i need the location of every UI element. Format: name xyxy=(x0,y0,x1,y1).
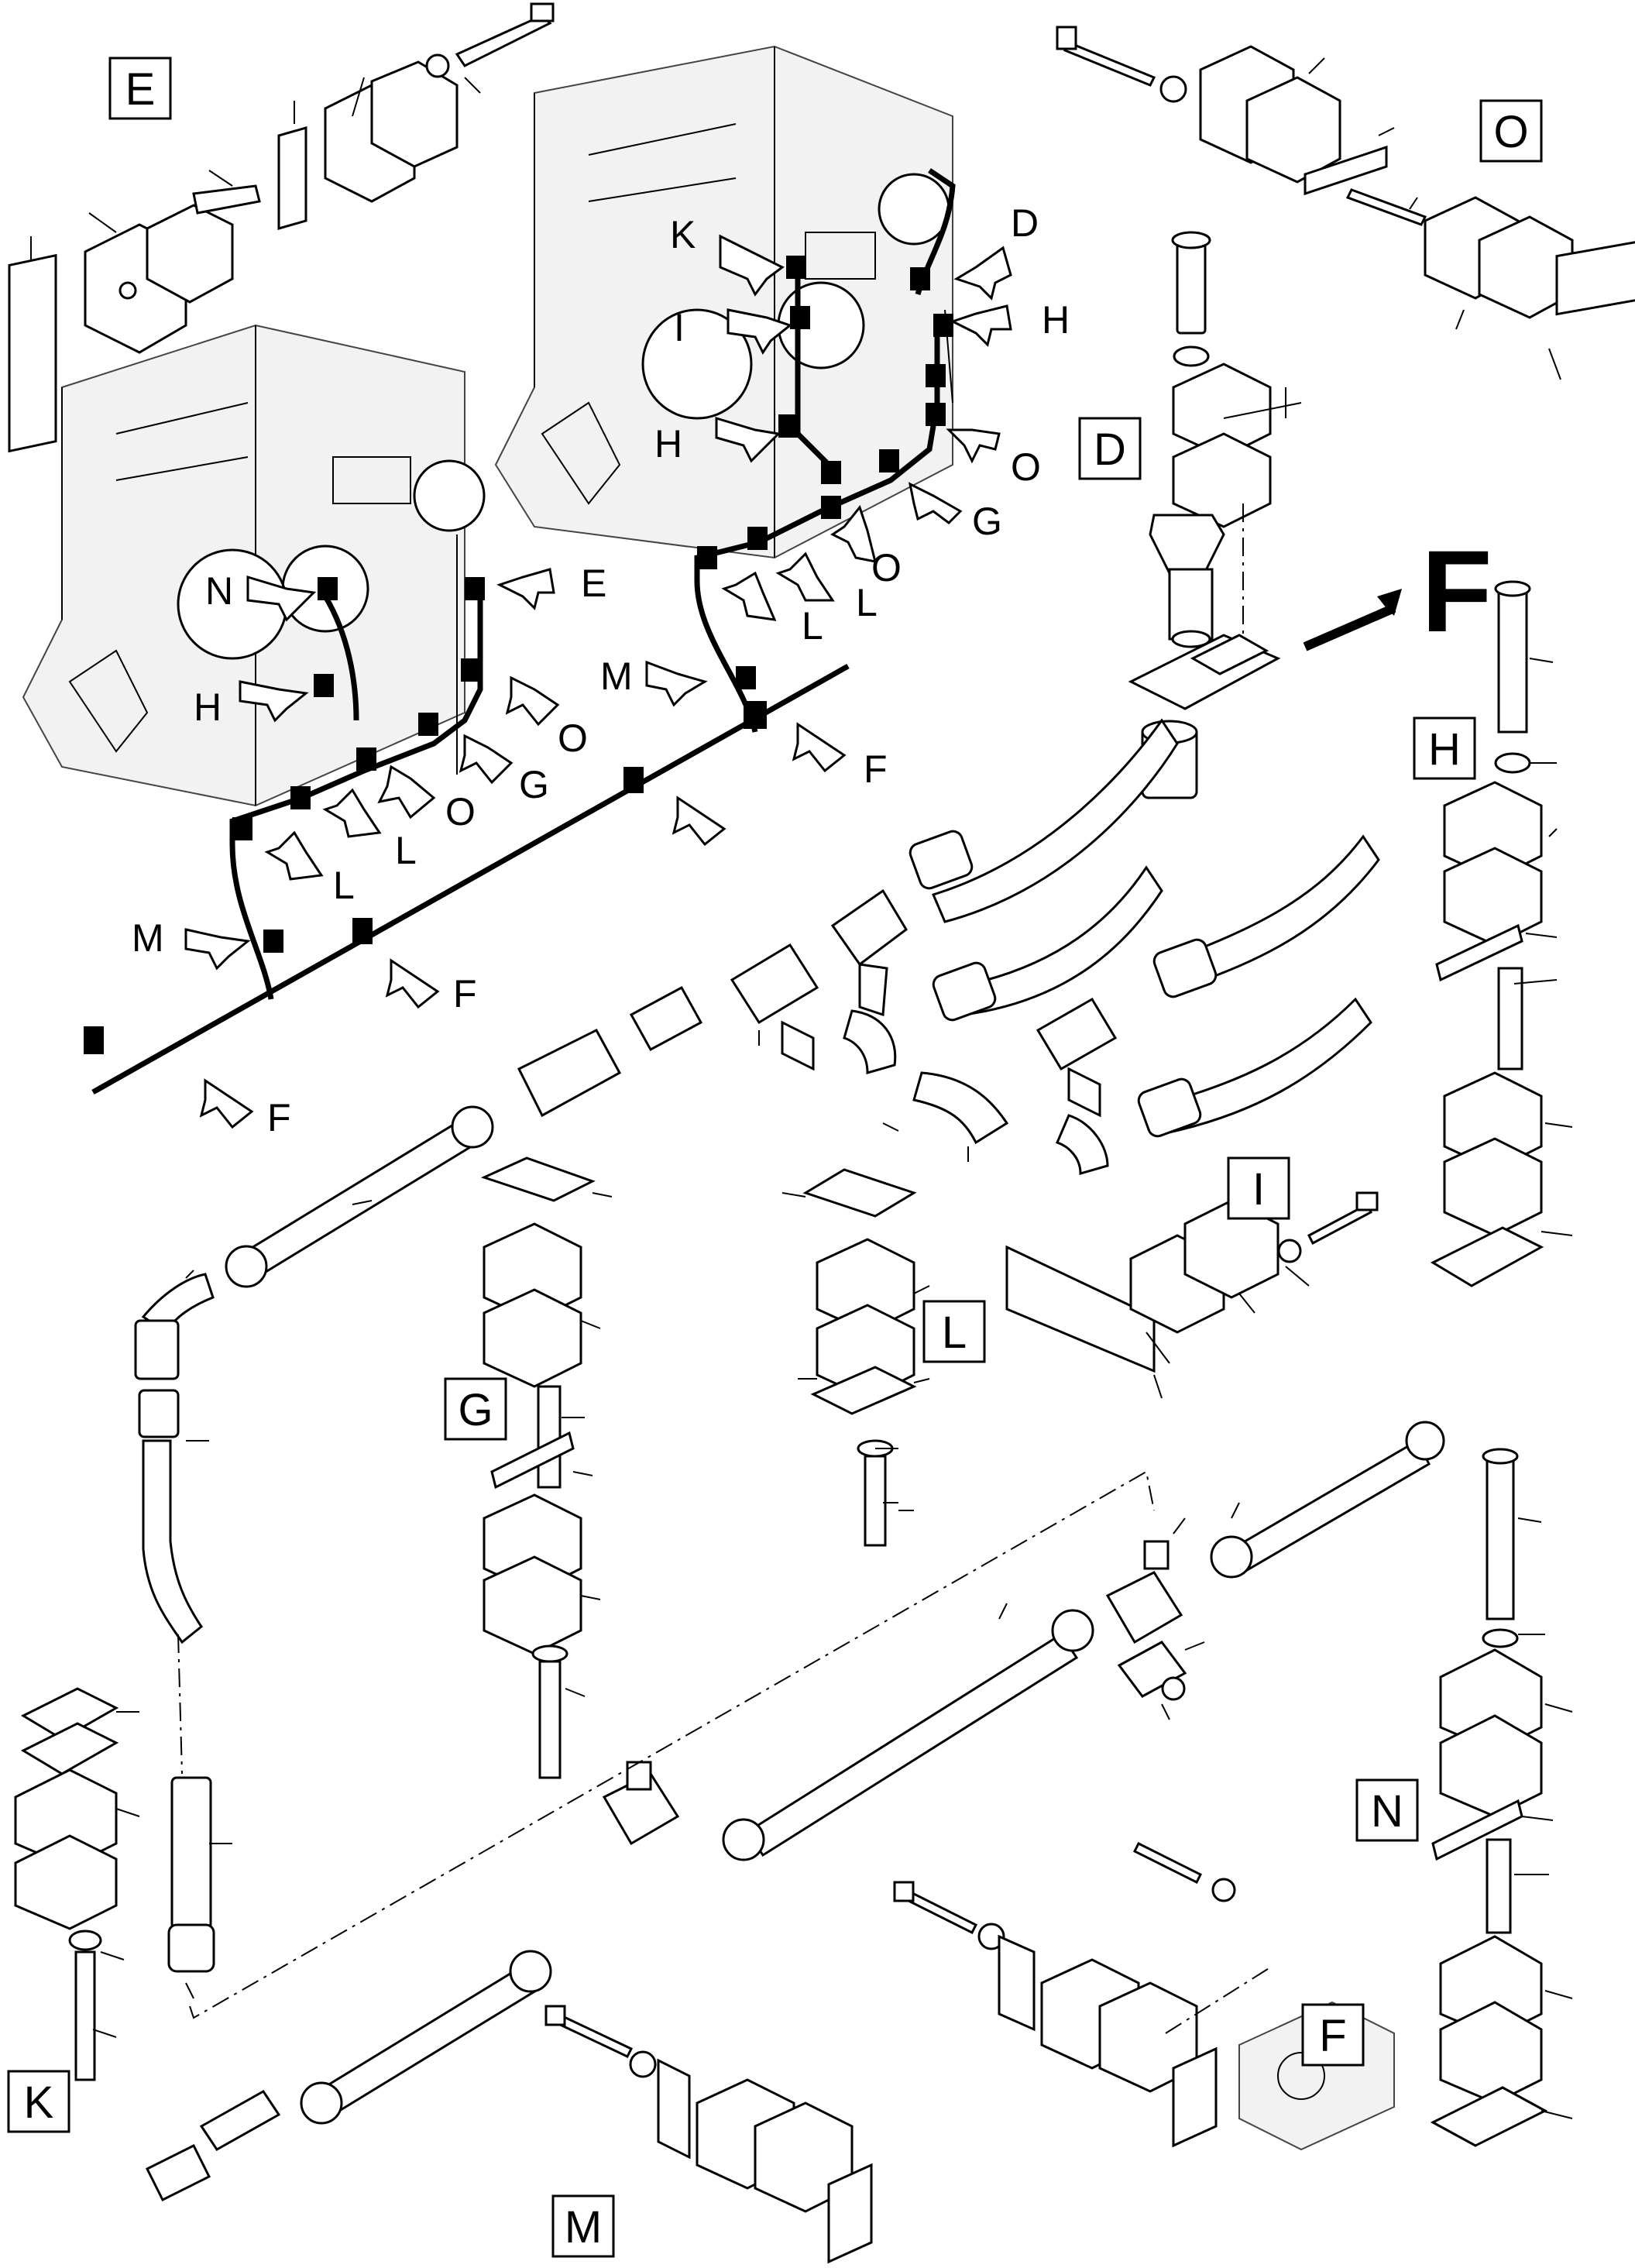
rigid-pipes-lower xyxy=(134,1105,1445,2202)
centerlines xyxy=(177,1470,1271,2034)
svg-text:M: M xyxy=(565,2202,602,2253)
svg-text:D: D xyxy=(1094,424,1126,475)
detail-h-clamp-stack xyxy=(1430,580,1544,1287)
callout-g-left: G xyxy=(519,763,549,806)
callout-h-right: H xyxy=(654,422,682,466)
svg-text:F: F xyxy=(1319,2011,1346,2061)
svg-text:G: G xyxy=(458,1385,493,1435)
detail-f-clamp-set xyxy=(893,1841,1395,2151)
callout-arrows xyxy=(184,234,1402,1129)
callout-m-right: M xyxy=(600,655,633,698)
label-box-o: O xyxy=(1479,99,1543,163)
callout-o-left: O xyxy=(558,716,588,760)
label-box-f: F xyxy=(1301,2003,1365,2067)
pipe-clamp-blocks xyxy=(84,256,953,1054)
svg-text:K: K xyxy=(24,2077,54,2128)
callout-e: E xyxy=(581,562,606,605)
detail-l-clamp-stack xyxy=(802,1168,917,1547)
callout-h-left: H xyxy=(194,686,222,729)
callout-o-right: O xyxy=(1011,445,1041,489)
label-box-g: G xyxy=(444,1377,507,1441)
left-gearbox-housing xyxy=(22,324,486,807)
label-box-i: I xyxy=(1227,1156,1290,1220)
label-box-m: M xyxy=(551,2194,615,2258)
svg-text:O: O xyxy=(1493,107,1528,157)
leader-lines xyxy=(92,387,1573,2119)
label-box-k: K xyxy=(7,2070,70,2133)
svg-text:I: I xyxy=(1252,1164,1265,1215)
callout-d-right: D xyxy=(1011,201,1039,245)
detail-g-clamp-stack xyxy=(480,1156,596,1779)
view-label-f: F xyxy=(1421,526,1492,656)
callout-h-right-top: H xyxy=(1042,298,1070,342)
svg-text:E: E xyxy=(125,64,156,115)
detail-e-clamp-set xyxy=(8,2,555,453)
detail-label-boxes: E O D H I L G K xyxy=(7,57,1543,2258)
callout-o-left-2: O xyxy=(445,790,476,833)
hoses-and-fittings xyxy=(517,718,1380,1175)
callout-l-left-2: L xyxy=(333,864,355,907)
callout-letters: K D I H H O G O E L L M F N H O G O L L … xyxy=(132,201,1492,1139)
label-box-n: N xyxy=(1355,1778,1419,1842)
label-box-d: D xyxy=(1078,417,1142,480)
right-gearbox-housing xyxy=(494,45,953,559)
callout-k-right: K xyxy=(670,213,696,256)
detail-n-clamp-stack xyxy=(1430,1448,1548,2147)
callout-f-right: F xyxy=(864,747,888,791)
detail-d-clamp-set xyxy=(1128,231,1281,799)
svg-text:N: N xyxy=(1371,1786,1403,1837)
label-box-h: H xyxy=(1413,716,1476,780)
svg-text:L: L xyxy=(942,1308,967,1358)
callout-f-left-2: F xyxy=(267,1096,291,1139)
callout-g-right: G xyxy=(972,500,1002,543)
detail-k-clamp-stack xyxy=(14,1687,119,2081)
detail-o-clamp-set xyxy=(1056,26,1635,380)
callout-f-left-1: F xyxy=(453,972,477,1015)
callout-m-left: M xyxy=(132,916,164,960)
callout-o-right-2: O xyxy=(871,546,902,589)
callout-l-right-2: L xyxy=(802,604,823,648)
detail-m-clamp-set xyxy=(544,2005,873,2264)
callout-n: N xyxy=(205,569,233,613)
svg-text:H: H xyxy=(1428,724,1461,775)
label-box-e: E xyxy=(108,57,172,120)
label-box-l: L xyxy=(922,1300,986,1363)
callout-l-left-1: L xyxy=(395,829,417,872)
detail-i-clamp-set xyxy=(1005,1191,1379,1373)
callout-l-right-1: L xyxy=(856,581,878,624)
callout-i-right: I xyxy=(674,306,685,349)
